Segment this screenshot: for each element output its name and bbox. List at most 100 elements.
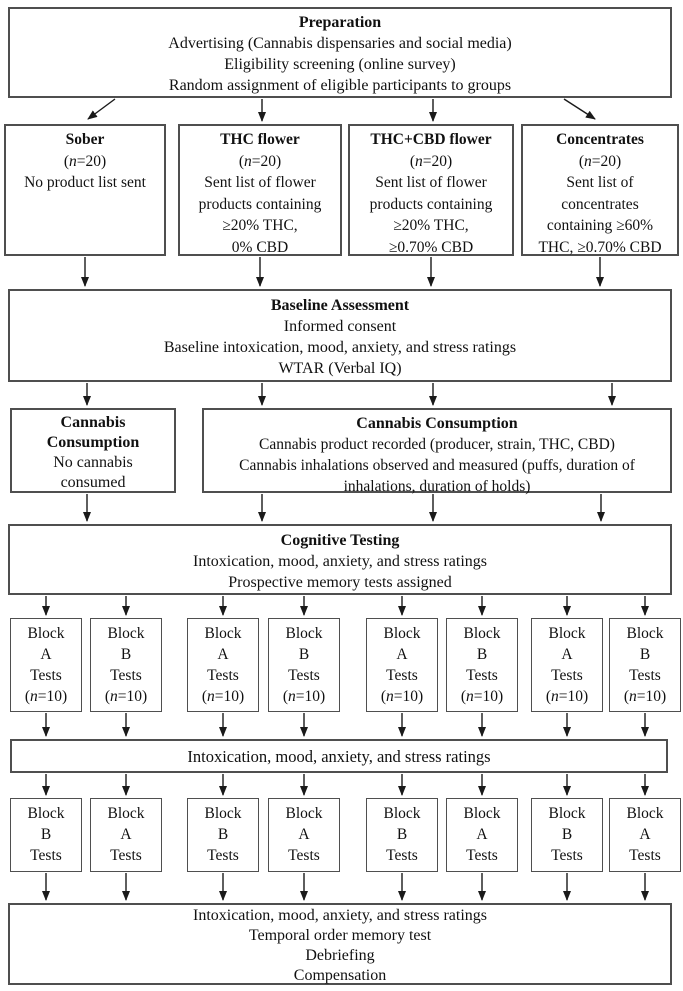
text-line: Tests (207, 667, 239, 684)
text-line: A (298, 826, 310, 843)
text-line: (n=10) (623, 688, 667, 705)
text-line: Tests (466, 847, 498, 864)
text-line: Prospective memory tests assigned (228, 574, 452, 591)
text-line: Sent list of flower (375, 174, 487, 191)
cognitive-testing-box: Cognitive Testing Intoxication, mood, an… (8, 524, 672, 595)
group-title: Sober (65, 131, 105, 148)
text-line: Tests (110, 667, 142, 684)
group-title: THC+CBD flower (370, 131, 492, 148)
text-line: Eligibility screening (online survey) (224, 56, 456, 73)
text-line: (n=10) (545, 688, 589, 705)
text-line: A (40, 646, 52, 663)
text-line: (n=20) (63, 152, 107, 170)
text-line: B (561, 826, 573, 843)
text-line: (n=10) (460, 688, 504, 705)
text-line: Baseline intoxication, mood, anxiety, an… (163, 339, 517, 356)
text-line: Tests (110, 847, 142, 864)
text-line: A (561, 646, 573, 663)
text-line: Sent list of flower (204, 174, 316, 191)
text-line: Informed consent (283, 318, 397, 335)
text-line: Block (548, 805, 586, 822)
text-line: Block (383, 625, 421, 642)
text-line: Cannabis (60, 414, 126, 431)
group-title: Concentrates (556, 131, 644, 148)
text-line: A (120, 826, 132, 843)
ratings-bar: Intoxication, mood, anxiety, and stress … (10, 739, 668, 773)
text-line: Block (548, 625, 586, 642)
text-line: Tests (288, 847, 320, 864)
consumption-none-lines: No cannabis consumed (12, 453, 174, 493)
text-line: Advertising (Cannabis dispensaries and s… (168, 35, 512, 52)
text-line: B (639, 646, 651, 663)
group-box-thc-cbd-flower: THC+CBD flower (n=20) Sent list of flower… (348, 124, 514, 256)
text-line: inhalations, duration of holds) (343, 478, 531, 495)
text-line: Block (463, 805, 501, 822)
text-line: ≥0.70% CBD (388, 238, 474, 256)
text-line: ≥20% THC, (393, 217, 469, 234)
text-line: containing ≥60% (546, 217, 654, 234)
preparation-lines: Advertising (Cannabis dispensaries and s… (10, 33, 670, 96)
text-line: Tests (466, 667, 498, 684)
group-title: THC flower (220, 131, 300, 148)
text-line: Block (626, 625, 664, 642)
text-line: (n=10) (201, 688, 245, 705)
text-line: Intoxication, mood, anxiety, and stress … (192, 907, 487, 924)
text-line: Tests (629, 847, 661, 864)
text-line: Tests (629, 667, 661, 684)
ratings-bar-text: Intoxication, mood, anxiety, and stress … (187, 746, 491, 766)
cognitive-title: Cognitive Testing (280, 532, 400, 549)
text-line: Block (383, 805, 421, 822)
text-line: No cannabis (53, 454, 133, 471)
text-line: Cannabis product recorded (producer, str… (259, 436, 615, 453)
consumption-box: Cannabis Consumption Cannabis product re… (202, 408, 672, 495)
preparation-box: Preparation Advertising (Cannabis dispen… (8, 7, 672, 98)
text-line: (n=20) (409, 152, 453, 170)
text-line: Block (107, 805, 145, 822)
text-line: Block (204, 805, 242, 822)
text-line: Random assignment of eligible participan… (168, 77, 512, 94)
text-line: B (476, 646, 488, 663)
text-line: THC, ≥0.70% CBD (538, 238, 662, 256)
text-line: consumed (60, 474, 126, 491)
text-line: Consumption (46, 434, 140, 451)
text-line: Block (626, 805, 664, 822)
text-line: Block (285, 625, 323, 642)
text-line: (n=10) (104, 688, 148, 705)
text-line: (n=10) (24, 688, 68, 705)
text-line: (n=20) (578, 152, 622, 170)
group-lines: (n=20)No product list sent (6, 151, 164, 194)
text-line: B (396, 826, 408, 843)
consumption-lines: Cannabis product recorded (producer, str… (204, 434, 670, 497)
text-line: A (217, 646, 229, 663)
